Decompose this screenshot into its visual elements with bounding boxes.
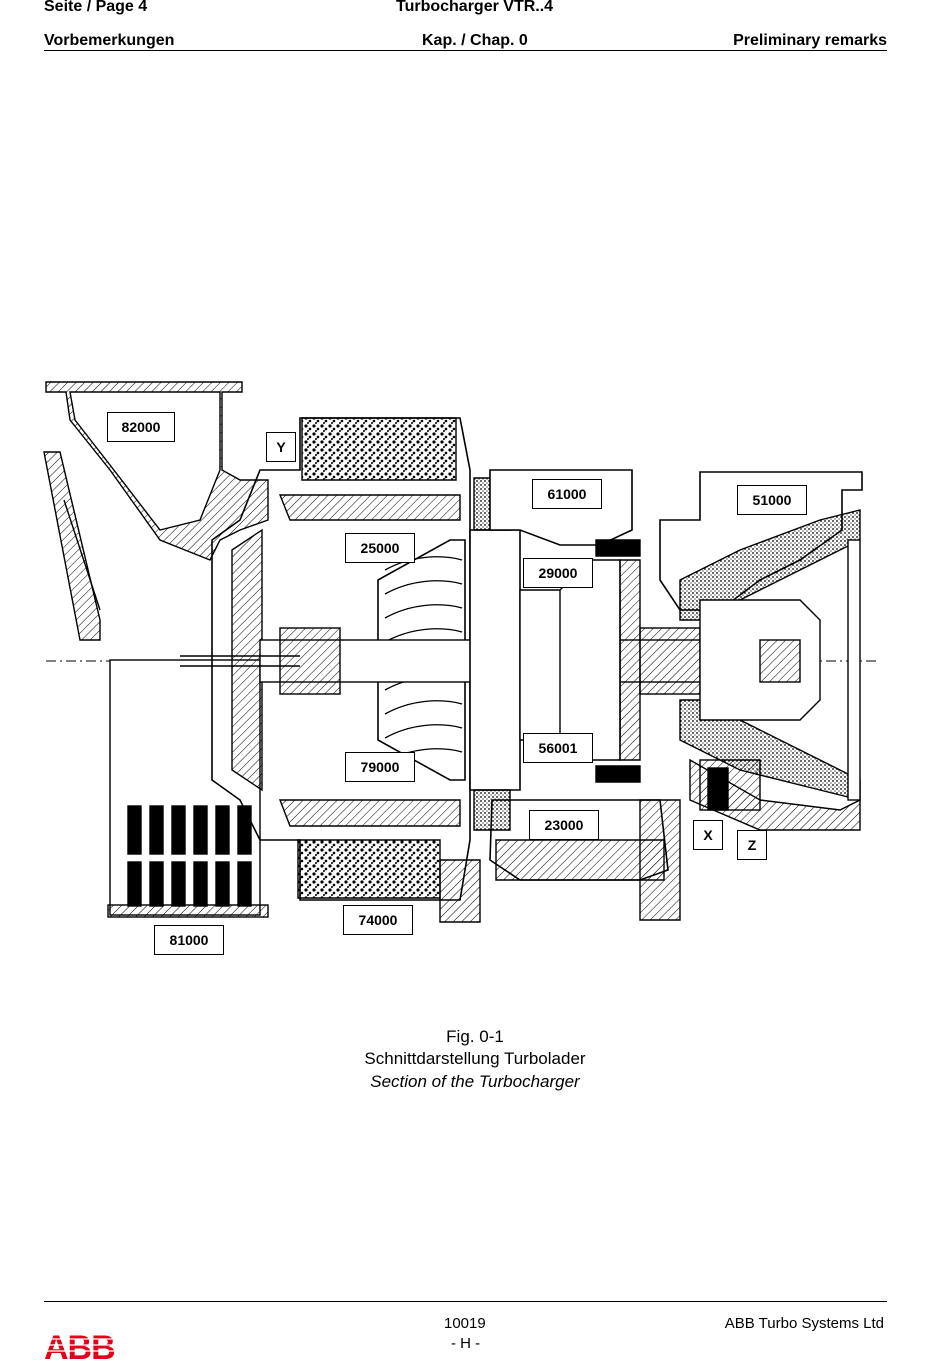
silencer-baffle [171,861,186,907]
silencer-baffle [215,805,230,855]
footer-rule [44,1301,887,1302]
part-label-56001: 56001 [523,733,593,763]
part-label-29000: 29000 [523,558,593,588]
abb-logo: ABB [44,1330,120,1362]
part-label-82000: 82000 [107,412,175,442]
compressor-blade [384,628,463,643]
chapter-label: Kap. / Chap. 0 [422,32,528,49]
compressor-blade [384,556,463,571]
header-rule [44,50,887,51]
turbocharger-section-drawing [43,381,880,923]
silencer-baffle [127,805,142,855]
company-name: ABB Turbo Systems Ltd [724,1315,884,1332]
abb-logo-text: ABB [44,1330,115,1362]
part-label-74000: 74000 [343,905,413,935]
compressor-blade [384,604,463,619]
silencer-baffle [149,861,164,907]
silencer-baffle [215,861,230,907]
silencer-baffle [171,805,186,855]
part-label-23000: 23000 [529,810,599,840]
figure-title-de: Schnittdarstellung Turbolader [364,1049,586,1068]
compressor-blade [384,580,463,595]
silencer-baffle [193,861,208,907]
compressor-blade [384,724,463,739]
silencer-baffle [127,861,142,907]
silencer-baffle [149,805,164,855]
part-label-81000: 81000 [154,925,224,955]
figure-number: Fig. 0-1 [446,1027,504,1046]
silencer-baffle [237,805,252,855]
part-label-51000: 51000 [737,485,807,515]
page-number: Seite / Page 4 [44,0,148,15]
detail-label-x: X [693,820,723,850]
silencer-baffle [237,861,252,907]
detail-label-z: Z [737,830,767,860]
document-number: 10019 [444,1315,486,1332]
part-label-79000: 79000 [345,752,415,782]
compressor-blade [384,700,463,715]
part-label-25000: 25000 [345,533,415,563]
revision-label: - H - [451,1335,481,1352]
silencer-baffle [193,805,208,855]
section-title-en: Preliminary remarks [733,32,887,49]
product-title: Turbocharger VTR..4 [396,0,554,15]
figure-title-en: Section of the Turbocharger [370,1072,580,1091]
section-title-de: Vorbemerkungen [44,32,175,49]
detail-label-y: Y [266,432,296,462]
part-label-61000: 61000 [532,479,602,509]
